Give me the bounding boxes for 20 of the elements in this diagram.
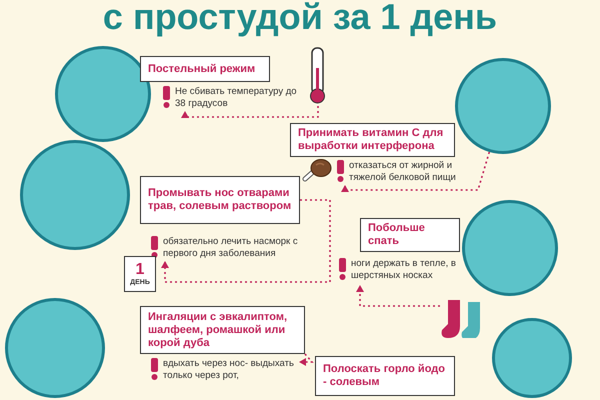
dotted-arrow xyxy=(181,106,319,118)
note-text: вдыхать через нос- выдыхать только через рот, xyxy=(162,358,295,382)
dotted-arrow xyxy=(299,353,314,366)
note-text: Не сбивать температуру до 38 градусов xyxy=(174,86,297,110)
note-text: ноги держать в тепле, в шерстяных носках xyxy=(350,258,457,282)
ribbon-banner: Принимать витамин С для выработки интерферона xyxy=(290,123,455,157)
calendar-card xyxy=(124,256,156,292)
ribbon-banner: Промывать нос отварами трав, солевым раствором xyxy=(140,176,300,224)
drumstick-icon xyxy=(302,158,332,182)
note-text: обязательно лечить насморк с первого дня заболевания xyxy=(162,236,299,260)
ribbon-banner: Ингаляции с эвкалиптом, шалфеем, ромашкой или корой дуба xyxy=(140,306,305,354)
dotted-arrow xyxy=(341,152,490,192)
calendar-number: 1 xyxy=(136,261,144,278)
ribbon-banner: Побольше спать xyxy=(360,218,460,252)
note-text: отказаться от жирной и тяжелой белковой пищи xyxy=(348,160,457,184)
dotted-arrow xyxy=(161,199,331,283)
ribbon-banner: Полоскать горло йодо - солевым xyxy=(315,356,455,396)
title: с простудой за 1 день xyxy=(102,0,498,38)
dotted-arrow xyxy=(356,285,440,307)
ribbon-banner: Постельный режим xyxy=(140,56,270,82)
